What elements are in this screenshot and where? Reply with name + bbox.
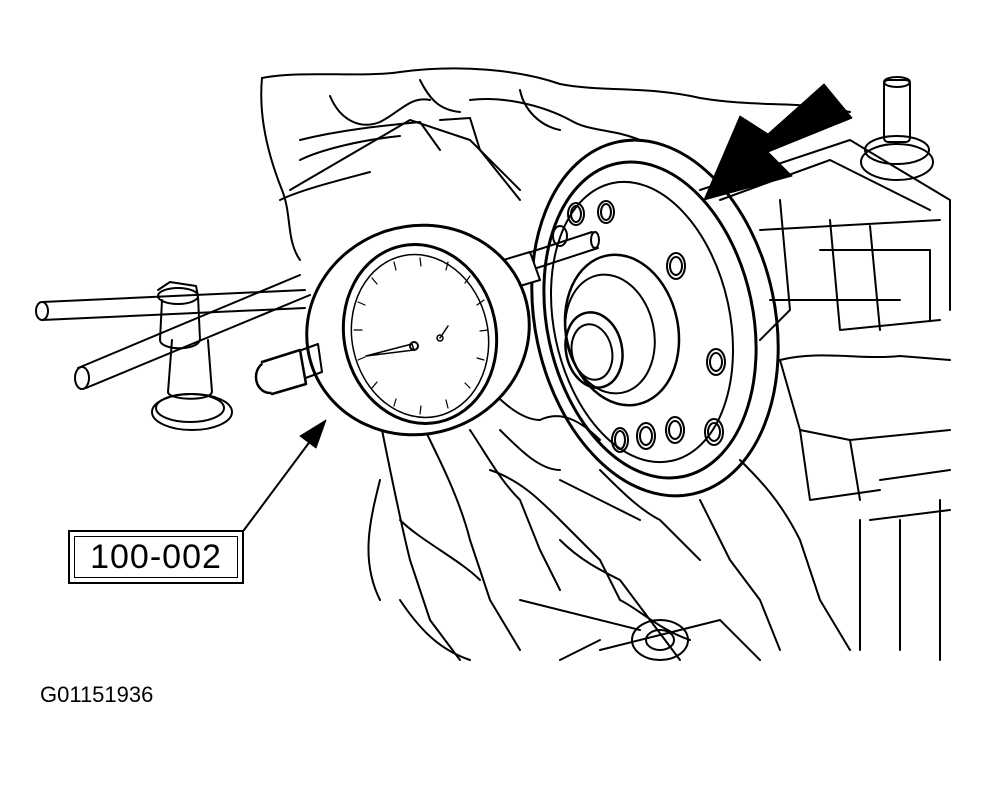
bolt-holes: [553, 201, 725, 452]
dial-indicator: [256, 196, 557, 463]
dial-ticks: [354, 258, 488, 414]
tool-number-callout: 100-002: [68, 530, 244, 584]
figure-id: G01151936: [40, 682, 154, 707]
magnetic-stand: [36, 275, 310, 430]
tool-number-label: 100-002: [74, 536, 238, 578]
pointer-arrow: [704, 84, 852, 200]
crankshaft-flange: [500, 117, 810, 519]
callout-leader: [244, 420, 326, 530]
